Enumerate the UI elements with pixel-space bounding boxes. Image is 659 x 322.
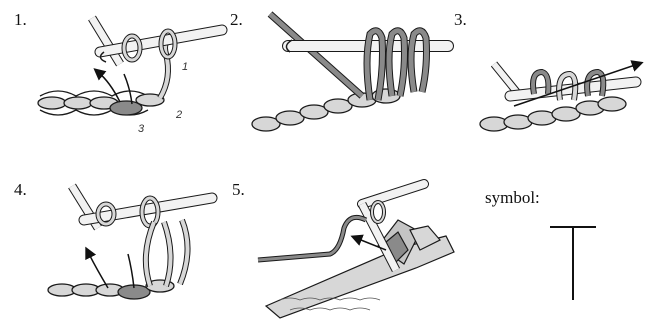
step-4-illustration (48, 186, 212, 299)
step-5-fabric (266, 220, 454, 318)
step-1-arrow-b (124, 74, 132, 104)
step-2-illustration (252, 14, 448, 131)
symbol-glyph (550, 227, 596, 300)
step-1-illustration: 1 2 3 (38, 18, 222, 135)
step-3-illustration (480, 64, 638, 131)
step-1-mark-3: 3 (138, 123, 145, 135)
step-4-arrow-a (88, 252, 108, 288)
step-1-mark-2: 2 (175, 109, 182, 121)
step-5-illustration (258, 184, 454, 318)
step-4-chain (48, 280, 174, 299)
step-3-chain (480, 97, 626, 131)
step-1-mark-1: 1 (182, 61, 188, 73)
step-4-arrow-b (128, 254, 134, 288)
step-3-hook (494, 64, 636, 96)
step-1-hook (92, 18, 222, 64)
